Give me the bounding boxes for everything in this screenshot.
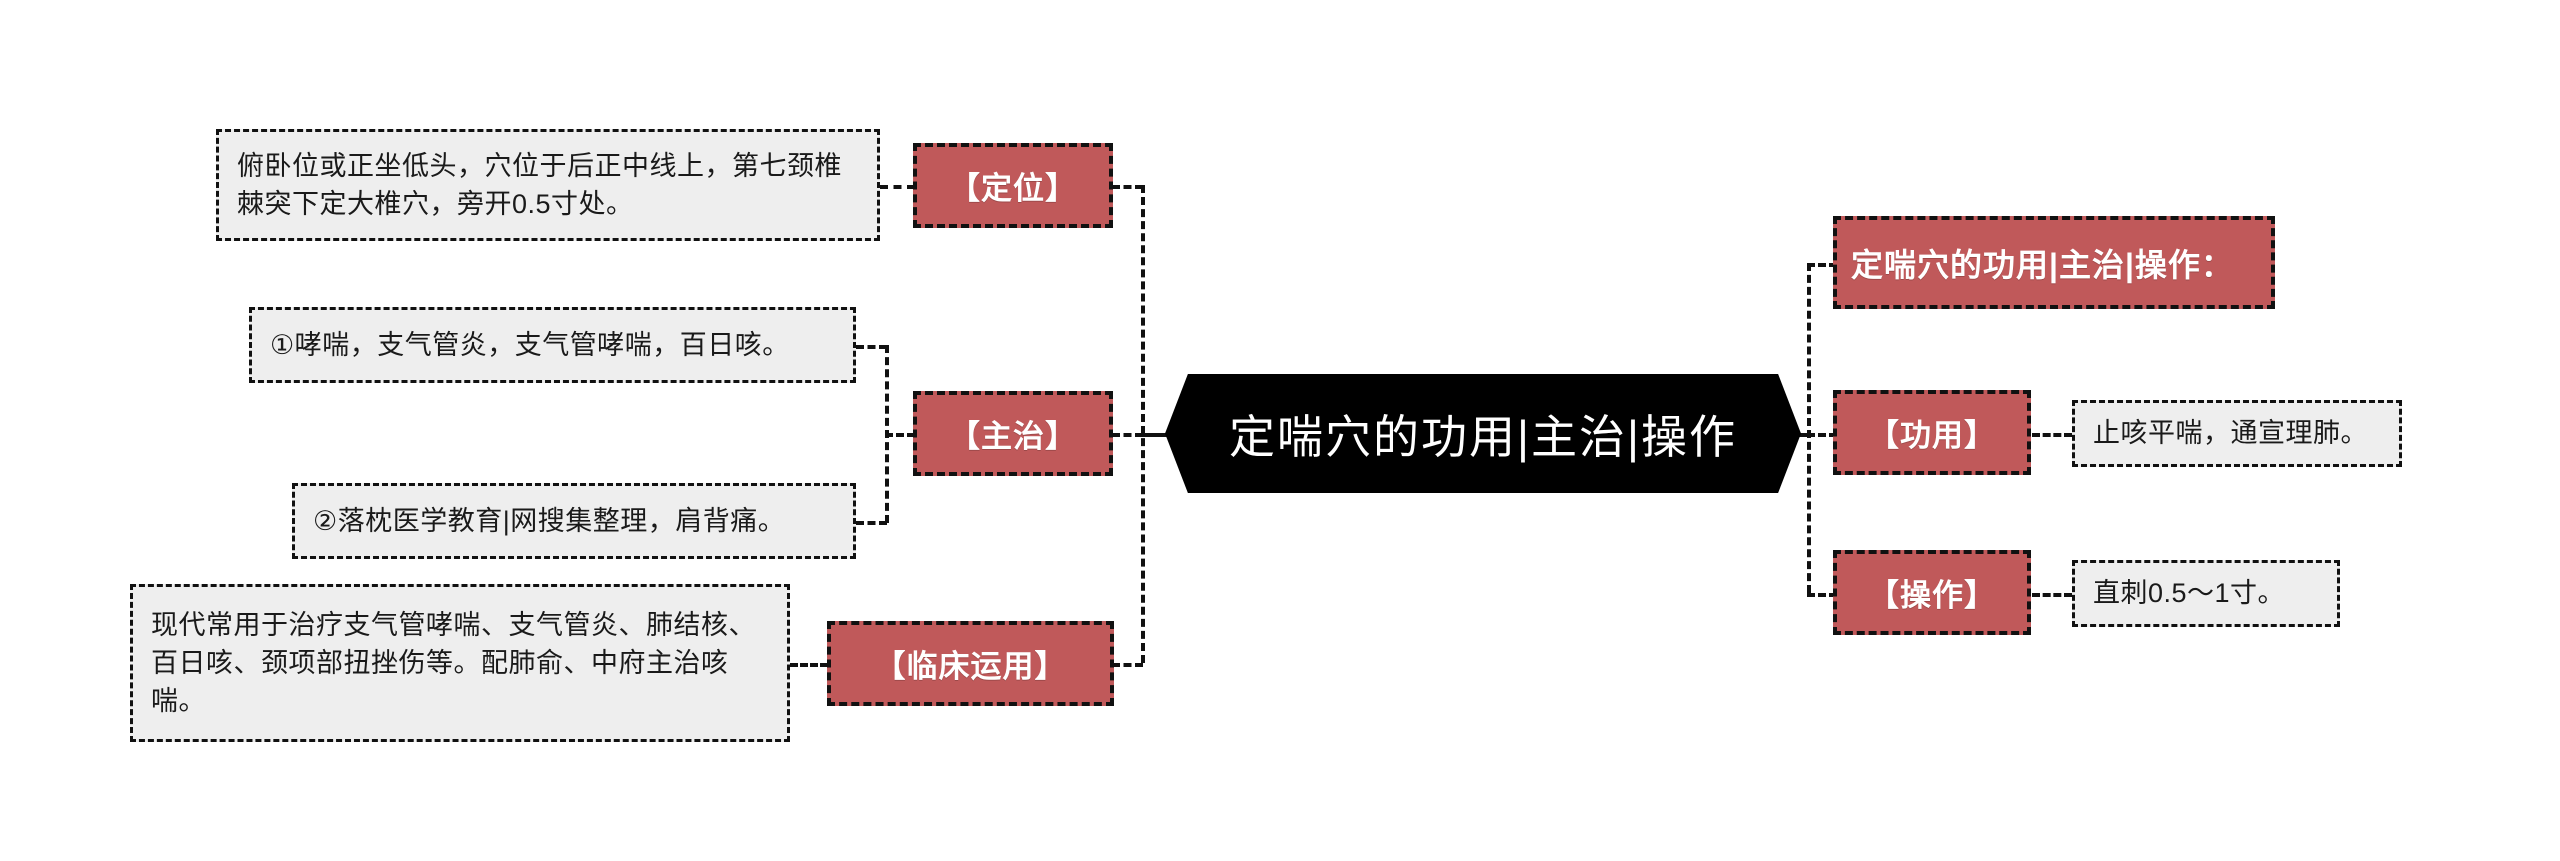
connector-trunk-to-dingwei (1112, 185, 1143, 189)
category-gongyong[interactable]: 【功用】 (1833, 390, 2031, 475)
detail-text: 直刺0.5～1寸。 (2093, 578, 2286, 609)
connector-zhuzhi-stub (885, 433, 915, 437)
connector-left-trunk-to-root (1141, 433, 1171, 437)
connector-right-trunk-to-gongyong (1807, 433, 1837, 437)
category-label: 【主治】 (949, 419, 1077, 454)
connector-right-trunk (1807, 263, 1811, 593)
connector-zhuzhi-subtrunk (885, 345, 889, 523)
connector-left-trunk (1141, 185, 1145, 663)
detail-text: ①哮喘，支气管炎，支气管哮喘，百日咳。 (270, 329, 790, 360)
connector-dingwei-to-detail (880, 185, 915, 189)
connector-zhuzhi-to-detail-1 (856, 345, 887, 349)
connector-right-trunk-to-banner (1807, 263, 1837, 267)
category-caozuo[interactable]: 【操作】 (1833, 550, 2031, 635)
root-label: 定喘穴的功用|主治|操作 (1229, 410, 1737, 463)
detail-text: ②落枕医学教育|网搜集整理，肩背痛。 (313, 505, 786, 536)
connector-right-trunk-to-caozuo (1807, 593, 1837, 597)
detail-text: 止咳平喘，通宣理肺。 (2093, 418, 2368, 449)
detail-text: 现代常用于治疗支气管哮喘、支气管炎、肺结核、百日咳、颈项部扭挫伤等。配肺俞、中府… (151, 609, 756, 717)
detail-caozuo-1: 直刺0.5～1寸。 (2072, 560, 2340, 627)
detail-zhuzhi-2: ②落枕医学教育|网搜集整理，肩背痛。 (292, 483, 856, 559)
detail-dingwei-1: 俯卧位或正坐低头，穴位于后正中线上，第七颈椎棘突下定大椎穴，旁开0.5寸处。 (216, 129, 880, 241)
banner-label: 定喘穴的功用|主治|操作： (1851, 246, 2234, 283)
banner-title-node[interactable]: 定喘穴的功用|主治|操作： (1833, 216, 2275, 309)
category-zhuzhi[interactable]: 【主治】 (913, 391, 1113, 476)
category-label: 【定位】 (949, 171, 1077, 206)
category-label: 【功用】 (1868, 418, 1996, 453)
detail-linchuang-1: 现代常用于治疗支气管哮喘、支气管炎、肺结核、百日咳、颈项部扭挫伤等。配肺俞、中府… (130, 584, 790, 742)
connector-zhuzhi-to-detail-2 (856, 521, 887, 525)
root-node[interactable]: 定喘穴的功用|主治|操作 (1165, 374, 1801, 493)
category-label: 【操作】 (1868, 578, 1996, 613)
connector-trunk-to-linchuang (1112, 663, 1143, 667)
connector-caozuo-to-detail (2032, 593, 2072, 597)
detail-text: 俯卧位或正坐低头，穴位于后正中线上，第七颈椎棘突下定大椎穴，旁开0.5寸处。 (237, 150, 842, 219)
detail-gongyong-1: 止咳平喘，通宣理肺。 (2072, 400, 2402, 467)
connector-trunk-to-zhuzhi (1112, 433, 1143, 437)
category-dingwei[interactable]: 【定位】 (913, 143, 1113, 228)
connector-gongyong-to-detail (2032, 433, 2072, 437)
detail-zhuzhi-1: ①哮喘，支气管炎，支气管哮喘，百日咳。 (249, 307, 856, 383)
category-label: 【临床运用】 (874, 649, 1067, 684)
connector-linchuang-to-detail (790, 663, 828, 667)
category-linchuangyunyong[interactable]: 【临床运用】 (827, 621, 1114, 706)
